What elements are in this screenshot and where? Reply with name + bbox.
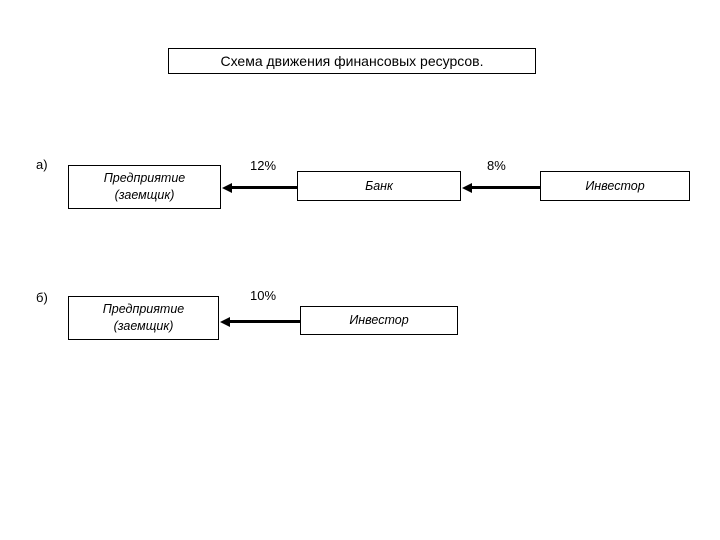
arrow-investor-to-bank-a	[471, 186, 540, 189]
node-bank-a-label: Банк	[365, 178, 393, 193]
row-label-b: б)	[36, 290, 48, 305]
rate-label-investor-to-bank-a: 8%	[487, 158, 506, 173]
node-investor-a[interactable]: Инвестор	[540, 171, 690, 201]
node-firm-borrower-a-line1: Предприятие	[103, 171, 186, 186]
node-firm-borrower-a-line2: (заемщик)	[114, 188, 175, 202]
arrow-investor-to-firm-b	[229, 320, 300, 323]
diagram-title-box: Схема движения финансовых ресурсов.	[168, 48, 536, 74]
node-investor-b-label: Инвестор	[349, 313, 409, 328]
rate-label-bank-to-firm-a: 12%	[250, 158, 277, 173]
arrow-bank-to-firm-a	[231, 186, 297, 189]
node-bank-a[interactable]: Банк	[297, 171, 461, 201]
rate-label-investor-to-firm-b: 10%	[250, 288, 277, 303]
node-firm-borrower-b-line1: Предприятие	[102, 302, 185, 317]
node-firm-borrower-b-line2: (заемщик)	[113, 319, 174, 333]
diagram-title-text: Схема движения финансовых ресурсов.	[220, 53, 484, 69]
node-firm-borrower-b[interactable]: Предприятие (заемщик)	[68, 296, 219, 340]
node-firm-borrower-a[interactable]: Предприятие (заемщик)	[68, 165, 221, 209]
node-investor-a-label: Инвестор	[585, 178, 645, 193]
node-investor-b[interactable]: Инвестор	[300, 306, 458, 335]
row-label-a: а)	[36, 157, 48, 172]
